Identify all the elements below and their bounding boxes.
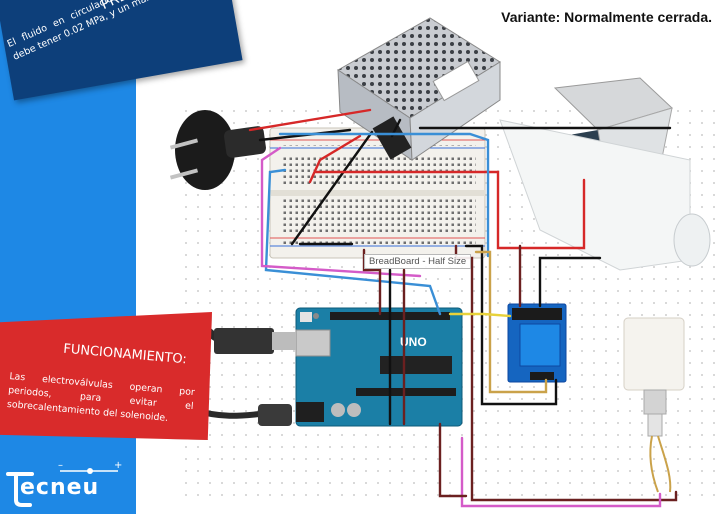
presion-body: El fluido en circulación del sistema mín… — [5, 0, 221, 63]
svg-text:–: – — [58, 460, 63, 471]
wires — [248, 108, 678, 508]
variant-title: Variante: Normalmente cerrada. — [501, 9, 712, 25]
arduino-uno-icon — [295, 307, 463, 427]
relay-module-icon — [507, 303, 567, 383]
arduino-uno-label: UNO — [400, 335, 427, 349]
solenoid-valve-icon — [499, 77, 711, 271]
tecneu-logo-icon: – + — [6, 460, 122, 507]
breadboard-icon — [269, 127, 486, 259]
svg-text:+: + — [114, 460, 122, 471]
logo-text: ecneu — [20, 475, 100, 500]
breadboard-label: BreadBoard - Half Size — [364, 254, 472, 269]
power-plug-icon — [169, 110, 266, 190]
power-supply-icon — [337, 17, 501, 161]
float-sensor-icon — [623, 317, 685, 493]
dc-power-cable-icon — [194, 404, 292, 426]
funcionamiento-card — [0, 312, 212, 440]
